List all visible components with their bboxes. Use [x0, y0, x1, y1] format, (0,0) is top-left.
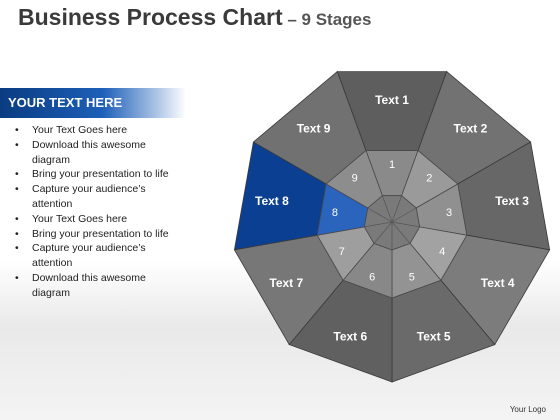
bullet-item: Your Text Goes here — [14, 212, 180, 227]
bullet-item: Capture your audience’s attention — [14, 241, 180, 271]
stage-label: Text 2 — [454, 122, 488, 136]
hub-spoke — [373, 221, 393, 244]
sidebar-header: YOUR TEXT HERE — [0, 88, 186, 118]
stage-number: 4 — [439, 246, 445, 258]
stage-number: 3 — [446, 207, 452, 219]
bullet-item: Bring your presentation to life — [14, 167, 180, 182]
stage-number: 6 — [369, 272, 375, 284]
stage-label: Text 6 — [333, 330, 367, 344]
stage-number: 8 — [332, 207, 338, 219]
title-main: Business Process Chart — [18, 4, 283, 30]
bullet-item: Your Text Goes here — [14, 123, 180, 138]
stage-label: Text 7 — [269, 276, 303, 290]
bullet-item: Bring your presentation to life — [14, 227, 180, 242]
stage-label: Text 9 — [297, 122, 331, 136]
stage-label: Text 3 — [495, 194, 529, 208]
page-title: Business Process Chart – 9 Stages — [18, 4, 371, 31]
bullet-item: Download this awesome diagram — [14, 271, 180, 301]
title-suffix: – 9 Stages — [282, 10, 372, 29]
stage-label: Text 8 — [255, 194, 289, 208]
stage-number: 1 — [389, 159, 395, 171]
hub-spoke — [364, 221, 393, 228]
hub-spoke — [391, 195, 402, 223]
stage-label: Text 4 — [481, 276, 515, 290]
stage-number: 7 — [339, 246, 345, 258]
bullet-item: Download this awesome diagram — [14, 138, 180, 168]
stage-label: Text 1 — [375, 93, 409, 107]
stage-number: 5 — [409, 272, 415, 284]
stage-number: 2 — [426, 173, 432, 185]
bullet-item: Capture your audience’s attention — [14, 182, 180, 212]
sidebar-header-text: YOUR TEXT HERE — [8, 95, 123, 110]
hub-spoke — [367, 207, 393, 223]
logo-placeholder: Your Logo — [509, 405, 546, 414]
stage-label: Text 5 — [417, 330, 451, 344]
stage-number: 9 — [352, 173, 358, 185]
hub-spoke — [391, 207, 417, 223]
bullet-list: Your Text Goes here Download this awesom… — [14, 123, 180, 301]
hub-spoke — [391, 221, 420, 228]
hub-spoke — [391, 221, 411, 244]
hub-spoke — [382, 195, 393, 223]
